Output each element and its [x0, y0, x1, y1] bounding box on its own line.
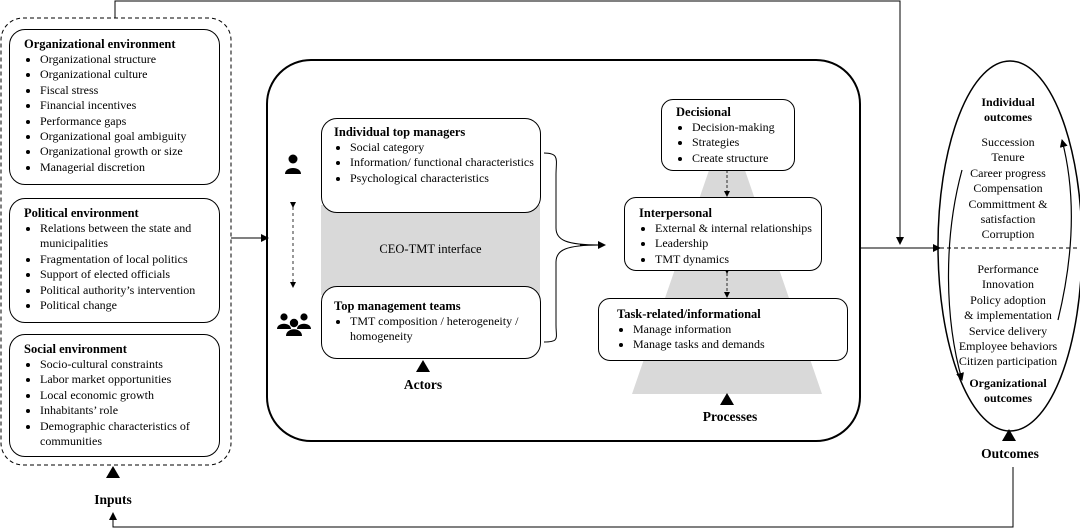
list-item: Socio-cultural constraints	[40, 357, 213, 372]
list-item: TMT composition / heterogeneity / homoge…	[350, 314, 534, 345]
inputs-label: Inputs	[94, 492, 132, 507]
individual-managers-box: Individual top managers Social categoryI…	[321, 118, 541, 213]
list-item: Performance gaps	[40, 114, 213, 129]
task-related-list: Manage informationManage tasks and deman…	[617, 322, 843, 353]
outcomes-marker	[1002, 429, 1016, 441]
list-item: Fragmentation of local politics	[40, 252, 213, 267]
list-item: Manage information	[633, 322, 843, 337]
processes-label: Processes	[702, 409, 758, 424]
outcome-item: Policy adoption	[970, 292, 1046, 307]
list-item: Information/ functional characteristics	[350, 155, 534, 170]
list-item: Relations between the state and municipa…	[40, 221, 213, 252]
list-item: Organizational goal ambiguity	[40, 129, 213, 144]
list-item: Social category	[350, 140, 534, 155]
core-process-box	[266, 59, 861, 442]
outcome-item: satisfaction	[980, 212, 1036, 227]
list-item: Political authority’s intervention	[40, 283, 213, 298]
inputs-dashed-container	[0, 17, 232, 466]
outcome-item: Career progress	[970, 165, 1046, 180]
top-teams-title: Top management teams	[334, 299, 461, 313]
interpersonal-list: External & internal relationshipsLeaders…	[639, 221, 817, 267]
outcome-item: Citizen participation	[958, 354, 1058, 369]
inputs-marker	[106, 466, 120, 478]
individual-outcomes-title-2: outcomes	[984, 110, 1032, 124]
group-icon	[277, 313, 311, 336]
list-item: TMT dynamics	[655, 252, 817, 267]
outcome-item: Tenure	[991, 150, 1025, 165]
list-item: Political change	[40, 298, 213, 313]
soc-env-title: Social environment	[24, 342, 127, 356]
interpersonal-title: Interpersonal	[639, 206, 712, 220]
org-outcomes-title-1: Organizational	[969, 375, 1047, 390]
org-env-list: Organizational structureOrganizational c…	[24, 52, 213, 175]
individual-managers-title: Individual top managers	[334, 125, 466, 139]
outcome-item: Committment &	[968, 196, 1048, 211]
top-teams-box: Top management teams TMT composition / h…	[321, 286, 541, 359]
list-item: Psychological characteristics	[350, 171, 534, 186]
decisional-title: Decisional	[676, 105, 731, 119]
outcome-item: Service delivery	[968, 323, 1048, 338]
individual-managers-list: Social categoryInformation/ functional c…	[334, 140, 534, 186]
list-item: Fiscal stress	[40, 83, 213, 98]
decisional-list: Decision-makingStrategiesCreate structur…	[676, 120, 788, 166]
outcome-item: Employee behaviors	[958, 339, 1058, 354]
pol-env-title: Political environment	[24, 206, 139, 220]
list-item: Create structure	[692, 151, 788, 166]
list-item: Managerial discretion	[40, 160, 213, 175]
outcome-item: Corruption	[981, 227, 1035, 242]
task-related-title: Task-related/informational	[617, 307, 761, 321]
soc-env-box: Social environment Socio-cultural constr…	[9, 334, 220, 457]
org-outcomes-title-2: outcomes	[984, 390, 1032, 405]
list-item: Manage tasks and demands	[633, 337, 843, 352]
soc-env-list: Socio-cultural constraintsLabor market o…	[24, 357, 213, 449]
list-item: Labor market opportunities	[40, 372, 213, 387]
top-feedback-line	[114, 0, 904, 245]
org-env-title: Organizational environment	[24, 37, 176, 51]
top-teams-list: TMT composition / heterogeneity / homoge…	[334, 314, 534, 345]
person-icon	[285, 154, 301, 174]
outcome-item: & implementation	[964, 308, 1052, 323]
interpersonal-box: Interpersonal External & internal relati…	[624, 197, 822, 271]
list-item: Organizational structure	[40, 52, 213, 67]
outcome-item: Innovation	[982, 277, 1034, 292]
list-item: Strategies	[692, 135, 788, 150]
outcome-item: Compensation	[973, 181, 1043, 196]
list-item: Demographic characteristics of communiti…	[40, 419, 213, 450]
outcome-item: Performance	[977, 262, 1039, 276]
list-item: External & internal relationships	[655, 221, 817, 236]
processes-marker	[720, 393, 734, 405]
list-item: Support of elected officials	[40, 267, 213, 282]
decisional-box: Decisional Decision-makingStrategiesCrea…	[661, 99, 795, 171]
list-item: Organizational growth or size	[40, 144, 213, 159]
individual-to-org-arrow	[947, 169, 964, 381]
actors-label: Actors	[403, 377, 443, 392]
bottom-feedback-line	[109, 467, 1014, 528]
individual-outcomes-title-1: Individual	[981, 95, 1035, 109]
org-to-individual-arrow	[1057, 139, 1072, 321]
ceo-tmt-interface-band	[321, 205, 540, 295]
org-env-box: Organizational environment Organizationa…	[9, 29, 220, 185]
outcome-item: Succession	[981, 135, 1035, 149]
list-item: Leadership	[655, 236, 817, 251]
pol-env-list: Relations between the state and municipa…	[24, 221, 213, 313]
list-item: Organizational culture	[40, 67, 213, 82]
list-item: Decision-making	[692, 120, 788, 135]
outcomes-label: Outcomes	[981, 446, 1039, 461]
list-item: Inhabitants’ role	[40, 403, 213, 418]
list-item: Local economic growth	[40, 388, 213, 403]
actors-marker	[416, 360, 430, 372]
pol-env-box: Political environment Relations between …	[9, 198, 220, 323]
interface-label: CEO-TMT interface	[379, 242, 482, 256]
actors-brace	[543, 152, 601, 343]
task-related-box: Task-related/informational Manage inform…	[598, 298, 848, 361]
list-item: Financial incentives	[40, 98, 213, 113]
